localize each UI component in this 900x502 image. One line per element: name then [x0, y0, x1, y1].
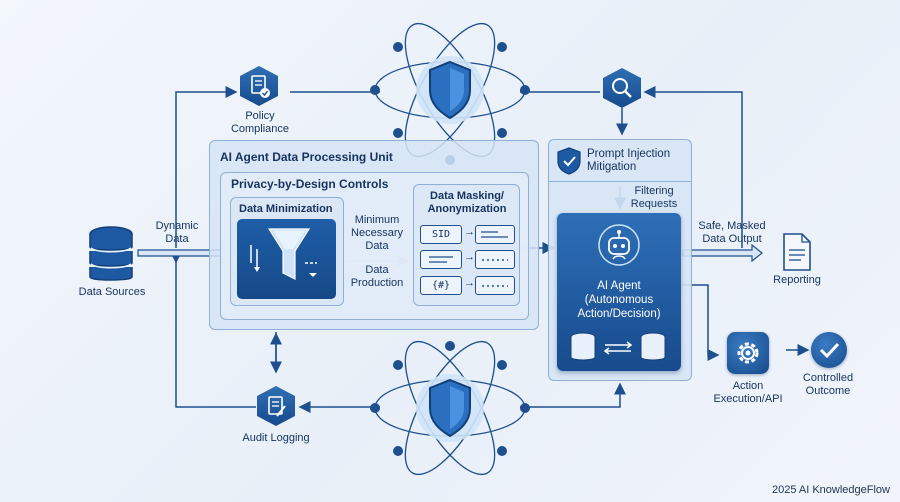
- gear-glyph: [737, 342, 759, 364]
- check-glyph: [819, 342, 840, 359]
- masked-output-row: [475, 250, 515, 269]
- check-circle-icon: [811, 332, 847, 368]
- database-sync-icon: [570, 332, 666, 361]
- policy-compliance-label: Policy Compliance: [230, 110, 290, 135]
- funnel-icon: [250, 228, 317, 280]
- audit-glyph: [268, 396, 286, 417]
- shield-icon: [416, 374, 484, 442]
- magnifier-glyph: [612, 78, 632, 98]
- prompt-divider: [549, 181, 691, 182]
- controlled-outcome-label: Controlled Outcome: [802, 372, 854, 397]
- policy-glyph: [251, 75, 270, 98]
- ai-agent-box: AI Agent (Autonomous Action/Decision): [557, 213, 681, 371]
- reporting-label: Reporting: [773, 274, 821, 286]
- masking-title: Data Masking/ Anonymization: [427, 190, 507, 215]
- unit-title: AI Agent Data Processing Unit: [220, 150, 393, 164]
- minimization-title: Data Minimization: [239, 203, 333, 215]
- footer-copyright: 2025 AI KnowledgeFlow: [771, 484, 890, 496]
- database-icon: [89, 226, 133, 281]
- dynamic-data-label: Dynamic Data: [155, 220, 199, 245]
- prompt-injection-title: Prompt Injection Mitigation: [587, 148, 671, 173]
- masked-output-row: [475, 225, 515, 244]
- masking-input-row: {#}: [420, 276, 462, 295]
- masking-input-row: [420, 250, 462, 269]
- shield-icon: [416, 56, 484, 124]
- funnel-panel: [237, 219, 336, 299]
- arrow-icon: →: [464, 226, 475, 238]
- safe-output-label: Safe, Masked Data Output: [698, 220, 766, 245]
- report-document-icon: [783, 233, 811, 271]
- audit-logging-label: Audit Logging: [242, 432, 310, 444]
- ai-agent-label: AI Agent (Autonomous Action/Decision): [577, 280, 661, 320]
- masked-output-row: [475, 276, 515, 295]
- robot-icon: [598, 224, 640, 266]
- data-sources-label: Data Sources: [78, 286, 146, 298]
- shield-check-icon: [557, 147, 581, 175]
- data-production-label: Data Production: [350, 264, 404, 289]
- arrow-icon: →: [464, 277, 475, 289]
- action-execution-label: Action Execution/API: [713, 380, 783, 405]
- filtering-requests-label: Filtering Requests: [630, 185, 678, 210]
- masking-input-row: SID: [420, 225, 462, 244]
- controls-title: Privacy-by-Design Controls: [231, 177, 389, 191]
- minimum-necessary-data-label: Minimum Necessary Data: [351, 214, 403, 252]
- arrow-icon: →: [464, 251, 475, 263]
